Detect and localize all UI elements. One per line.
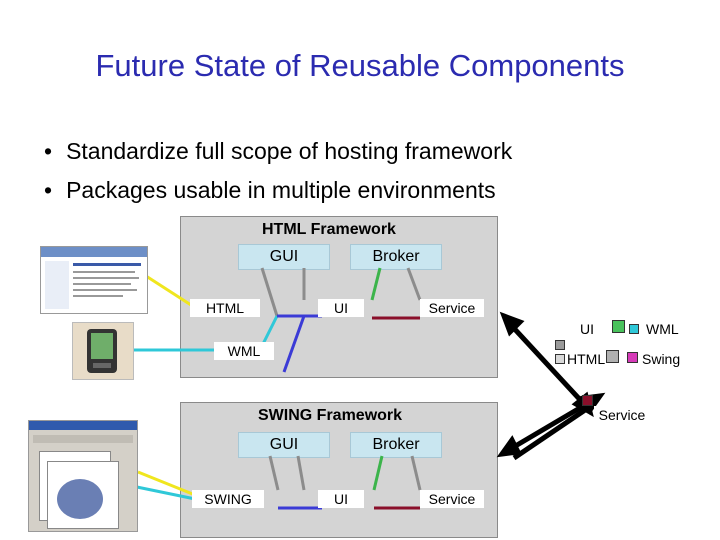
gui-gray-line [260, 267, 279, 317]
component-ui-chip-cyan [629, 324, 639, 334]
component-html-chip [555, 354, 565, 364]
html-port-label: HTML [190, 299, 260, 317]
swing-broker-green-line [372, 455, 384, 491]
component-ui-chip [612, 320, 625, 333]
bullet-item: Standardize full scope of hosting framew… [44, 132, 512, 171]
wml-port-label: WML [214, 342, 274, 360]
ui-blue-cross [282, 315, 306, 373]
swing-feed-line [137, 470, 201, 499]
service-port-label: Service [420, 299, 484, 317]
slide-title: Future State of Reusable Components [95, 48, 625, 83]
component-swing-chip [627, 352, 638, 363]
broker-green-line [370, 267, 382, 301]
swing-app-thumbnail [28, 420, 138, 532]
double-arrow-icon [496, 311, 606, 461]
pda-device-icon [72, 322, 134, 380]
swing-broker-box: Broker [350, 432, 442, 458]
component-gray-chip [555, 340, 565, 350]
html-framework-title: HTML Framework [262, 221, 396, 238]
swing-gui-box: GUI [238, 432, 330, 458]
component-swing-label: Swing [642, 351, 681, 367]
swing-ui-port-label: UI [318, 490, 364, 508]
bullet-list: Standardize full scope of hosting framew… [44, 132, 512, 210]
swing-framework-title: SWING Framework [258, 407, 403, 424]
broker-gray-line [406, 267, 422, 301]
component-service-label: Service [594, 406, 650, 424]
component-html-label: HTML [567, 351, 606, 367]
html-broker-box: Broker [350, 244, 442, 270]
swing-port-label: SWING [192, 490, 264, 508]
component-wml-label: WML [646, 321, 679, 337]
browser-thumbnail [40, 246, 148, 314]
bullet-item: Packages usable in multiple environments [44, 171, 512, 210]
swing-gui-gray-line-2 [296, 455, 306, 491]
swing-broker-gray-line [410, 455, 422, 491]
ui-port-label: UI [318, 299, 364, 317]
component-html-chip-2 [606, 350, 619, 363]
html-gui-box: GUI [238, 244, 330, 270]
swing-framework-frame [180, 402, 498, 538]
swing-feed-line-cyan [131, 484, 201, 502]
component-ui-label: UI [580, 321, 594, 337]
swing-gui-gray-line [268, 455, 280, 491]
component-service-chip [582, 395, 593, 406]
swing-service-port-label: Service [420, 490, 484, 508]
